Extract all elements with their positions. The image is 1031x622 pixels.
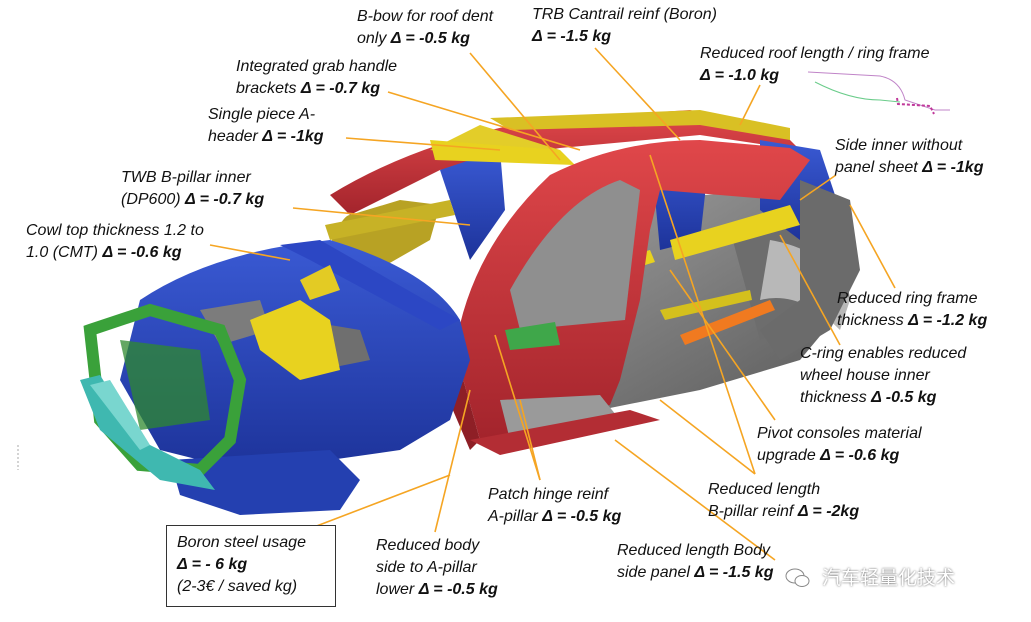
leader-sidepanel [614,439,776,561]
orange-rail [680,300,775,345]
leader-cowl [209,244,291,261]
leader-trb [594,47,681,141]
label-bbow: B-bow for roof dent only Δ = -0.5 kg [357,8,494,47]
label-patch: Patch hinge reinf A-pillar Δ = -0.5 kg [488,486,622,525]
leader-twb [292,207,471,226]
leader-sideinner [799,174,837,201]
boron-delta: Δ = - 6 kg [177,556,248,573]
green-floor-piece [505,322,560,350]
cyan-bumper-beam [80,375,215,490]
watermark-text: 汽车轻量化技术 [822,567,956,589]
label-sidepanel: Reduced length Body side panel Δ = -1.5 … [617,542,774,581]
label-pivot: Pivot consoles material upgrade Δ = -0.6… [757,425,922,464]
label-bodyside: Reduced body side to A-pillar lower Δ = … [376,537,498,598]
leader-lines [209,47,896,561]
label-trb: TRB Cantrail reinf (Boron) Δ = -1.5 kg [532,6,717,45]
label-twb: TWB B-pillar inner (DP600) Δ = -0.7 kg [121,169,265,208]
label-bpillar: Reduced length B-pillar reinf Δ = -2kg [708,481,860,520]
boron-line1: Boron steel usage [177,534,306,551]
boron-line3: (2-3€ / saved kg) [177,578,298,595]
leader-ringframe [849,204,896,289]
leader-bbow [469,52,561,161]
label-cring: C-ring enables reduced wheel house inner… [800,345,967,406]
label-grab: Integrated grab handle brackets Δ = -0.7… [236,58,398,97]
leader-patch-b [519,399,541,481]
label-ringframe: Reduced ring frame thickness Δ = -1.2 kg [837,290,988,329]
rear-structure [760,180,860,360]
leader-bpillar-b [649,154,756,475]
leader-patch-a [494,334,541,481]
label-cowl: Cowl top thickness 1.2 to 1.0 (CMT) Δ = … [26,222,204,261]
leader-roof [739,84,761,126]
leader-aheader [345,137,501,151]
leader-pivot [669,269,776,421]
wechat-icon [785,568,810,587]
yellow-front-rails [250,265,340,380]
boron-summary-box: Boron steel usage Δ = - 6 kg (2-3€ / sav… [166,525,336,607]
roof-ring-sketch [807,71,950,115]
red-body-side [440,140,810,455]
leader-bodyside [434,389,471,533]
leader-bpillar-a [659,399,756,475]
leader-grab [387,91,581,151]
label-sideinner: Side inner without panel sheet Δ = -1kg [835,137,984,176]
leader-cring [779,234,841,346]
label-roof: Reduced roof length / ring frame Δ = -1.… [700,45,930,84]
label-aheader: Single piece A- header Δ = -1kg [208,106,324,145]
